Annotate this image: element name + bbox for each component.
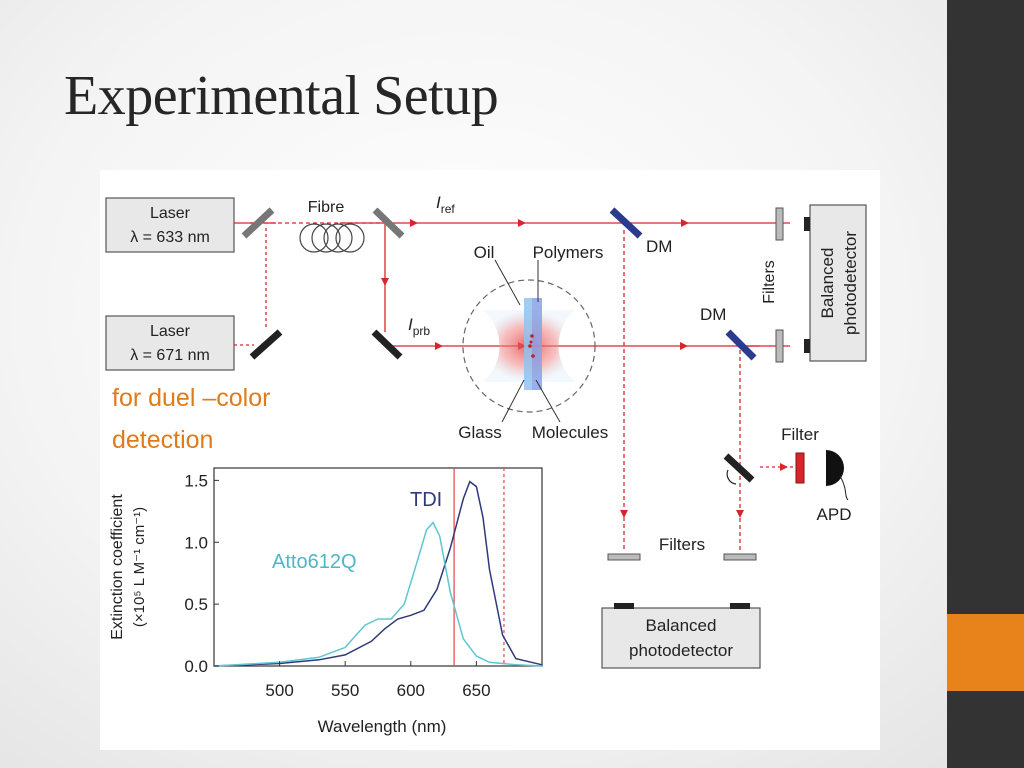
polymer-layer — [532, 298, 542, 390]
x-tick-label: 550 — [331, 681, 359, 700]
mirror-apd — [723, 453, 755, 483]
x-tick-label: 600 — [397, 681, 425, 700]
note-line-2: detection — [112, 426, 214, 454]
y-tick-label: 0.0 — [184, 657, 208, 676]
fibre-label: Fibre — [308, 199, 345, 216]
legend-tdi: TDI — [410, 489, 442, 511]
filter-right-top — [775, 207, 784, 241]
bpd-right-line1: Balanced — [818, 248, 837, 319]
glass-slide — [524, 298, 532, 390]
dm-mirror-bottom — [725, 329, 757, 361]
series-line-atto612q — [213, 521, 543, 667]
mirror-2 — [372, 207, 405, 239]
filter-apd-label: Filter — [781, 425, 819, 444]
i-prb-label: Iprb — [408, 315, 430, 338]
laser-671-wavelength: λ = 671 nm — [130, 347, 210, 364]
rotation-arrow-icon — [726, 469, 737, 485]
chart-ylabel-line1: Extinction coefficient — [109, 494, 126, 640]
y-tick-label: 1.5 — [184, 471, 208, 490]
y-tick-label: 0.5 — [184, 595, 208, 614]
extinction-spectrum-chart: 500 550 600 650 0.0 0.5 1.0 1.5 Wavelength (nm)… — [109, 467, 543, 736]
dual-color-note: for duel –color detection — [112, 377, 270, 461]
chart-xlabel: Wavelength (nm) — [318, 717, 447, 736]
chart-ylabel-line2: (×10⁵ L M⁻¹ cm⁻¹) — [131, 507, 148, 627]
dm-label-bottom: DM — [700, 305, 726, 324]
mirrors — [241, 207, 757, 483]
dm-mirror-top — [609, 207, 643, 239]
molecules-label: Molecules — [532, 423, 609, 442]
filter-bottom-left — [607, 553, 641, 561]
legend-atto612q: Atto612Q — [272, 551, 357, 573]
dm-label-top: DM — [646, 237, 672, 256]
laser-671-name: Laser — [150, 323, 191, 340]
balanced-photodetector-bottom: Balanced photodetector — [601, 603, 761, 669]
oil-label: Oil — [474, 243, 495, 262]
note-line-1: for duel –color — [112, 384, 271, 412]
laser-633: Laser λ = 633 nm — [105, 197, 235, 253]
laser-633-name: Laser — [150, 205, 191, 222]
laser-671: Laser λ = 671 nm — [105, 315, 235, 371]
x-tick-label: 500 — [265, 681, 293, 700]
bpd-right-line2: photodetector — [841, 231, 860, 335]
apd-label: APD — [817, 505, 852, 524]
mirror-4 — [371, 329, 403, 360]
x-tick-label: 650 — [462, 681, 490, 700]
y-tick-label: 1.0 — [184, 533, 208, 552]
polymers-label: Polymers — [533, 243, 604, 262]
filters-vertical-label: Filters — [761, 260, 778, 304]
balanced-photodetector-right: Balanced photodetector — [804, 204, 867, 362]
chart-frame — [213, 467, 543, 667]
sample-region — [462, 259, 596, 423]
filter-bottom-right — [723, 553, 757, 561]
mirror-1 — [241, 207, 275, 239]
i-ref-label: Iref — [436, 193, 455, 216]
series-line-tdi — [213, 480, 543, 667]
setup-figure: Laser λ = 633 nm Laser λ = 671 nm — [100, 170, 880, 750]
decorative-accent-block — [947, 614, 1024, 691]
mirror-3 — [249, 329, 283, 360]
filters-bottom-label: Filters — [659, 535, 705, 554]
setup-diagram: Laser λ = 633 nm Laser λ = 671 nm — [105, 193, 867, 736]
fibre-coil-icon — [299, 223, 365, 253]
bpd-bottom-line1: Balanced — [646, 616, 717, 635]
beam-arrows — [381, 219, 788, 518]
bpd-bottom-line2: photodetector — [629, 641, 733, 660]
slide-title: Experimental Setup — [64, 65, 499, 127]
laser-633-wavelength: λ = 633 nm — [130, 229, 210, 246]
filter-right-bottom — [775, 329, 784, 363]
apd-detector-icon — [826, 450, 844, 486]
glass-label: Glass — [458, 423, 501, 442]
filter-apd — [795, 452, 805, 484]
apd-wire — [839, 475, 849, 501]
